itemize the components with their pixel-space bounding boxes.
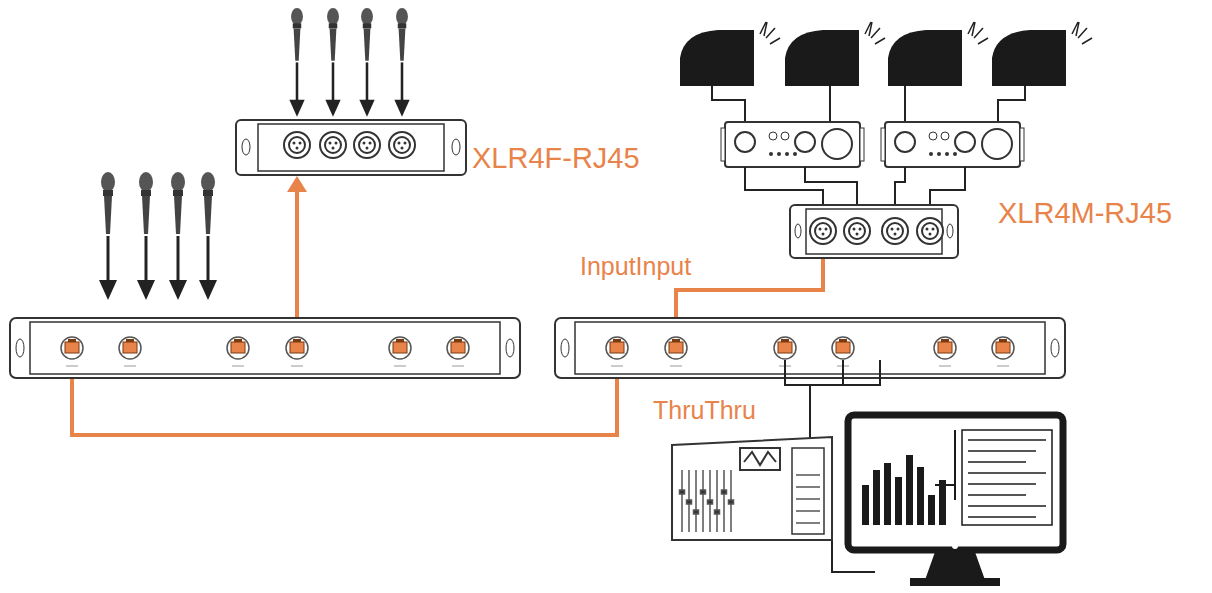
ethernet-cable xyxy=(72,188,823,435)
xlr4m-box xyxy=(790,205,958,258)
stage-monitor xyxy=(680,22,1092,86)
port-label: ThruThru xyxy=(651,396,758,425)
rack-unit xyxy=(10,318,520,378)
device-label-node: XLR4F-RJ45 xyxy=(472,142,640,175)
speaker-wire xyxy=(712,86,1025,122)
mixing-console xyxy=(672,437,832,540)
amplifier xyxy=(721,122,1024,167)
arrow-head xyxy=(287,176,307,192)
device-name: XLR4F-RJ45 xyxy=(472,142,640,175)
rack-unit xyxy=(555,318,1065,378)
microphone-group xyxy=(99,172,217,300)
port-label: InputInput xyxy=(578,252,693,281)
computer-monitor xyxy=(848,415,1063,586)
xlr4f-box xyxy=(236,120,466,175)
device-label-node: XLR4M-RJ45 xyxy=(998,197,1172,230)
microphone-group xyxy=(289,8,409,117)
device-name: XLR4M-RJ45 xyxy=(998,197,1172,230)
